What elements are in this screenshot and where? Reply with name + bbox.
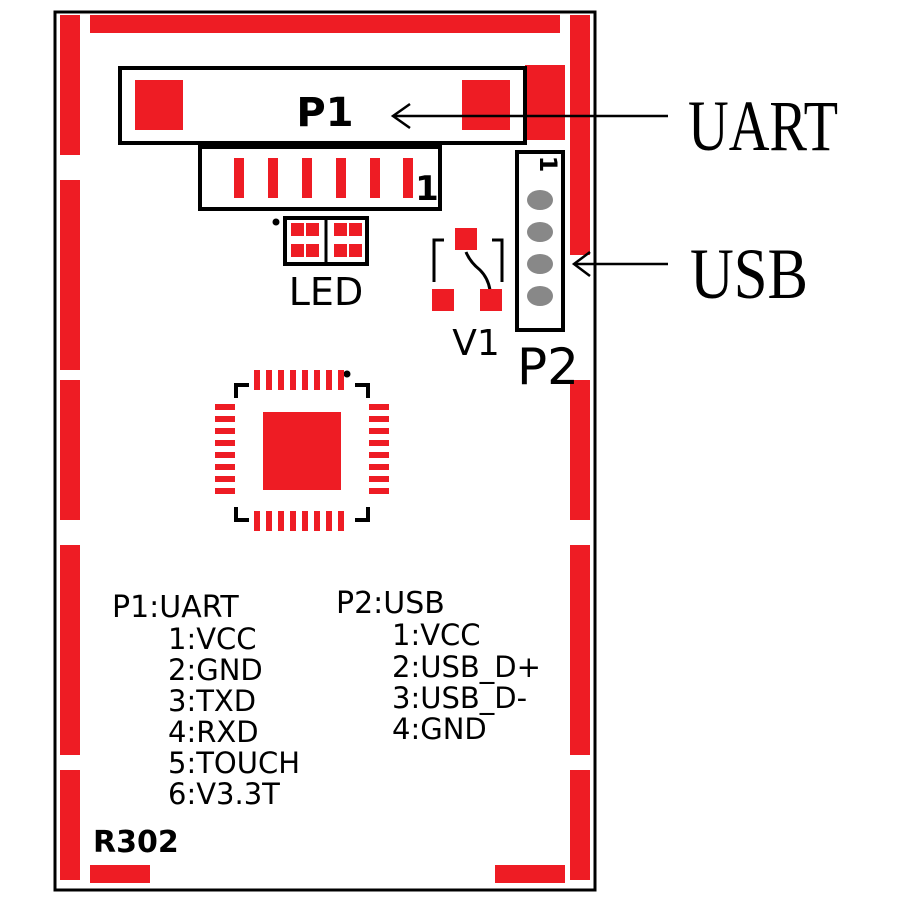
p1-pin-legend: P1:UART 1:VCC 2:GND 3:TXD 4:RXD 5:TOUCH …: [112, 590, 300, 811]
p1-mount-pad-left: [135, 80, 183, 130]
qfn-chip-footprint: [215, 370, 389, 531]
p2-legend-pin: 4:GND: [392, 712, 487, 746]
usb-pad-1: [527, 190, 553, 210]
led-footprint: LED: [272, 216, 369, 314]
qfn-pads-bottom: [254, 511, 344, 531]
p1-legend-pin: 1:VCC: [168, 622, 257, 656]
p2-legend-pin: 1:VCC: [392, 618, 481, 652]
qfn-pads-top: [254, 370, 344, 390]
p1-legend-pin: 6:V3.3T: [168, 777, 280, 811]
border-copper: [60, 15, 590, 883]
p2-legend-pin: 3:USB_D-: [392, 681, 527, 715]
uart-callout: UART: [390, 86, 838, 166]
p1-legend-pin: 4:RXD: [168, 715, 259, 749]
led-label: LED: [289, 270, 363, 314]
usb-pad-3: [527, 254, 553, 274]
p2-usb-connector: 1 P2: [515, 150, 579, 396]
uart-callout-label: UART: [688, 86, 838, 166]
p1-legend-title: P1:UART: [112, 590, 239, 625]
p2-pin1-marker: 1: [534, 156, 562, 173]
v1-label: V1: [452, 323, 500, 364]
p1-label: P1: [296, 90, 353, 136]
usb-callout-label: USB: [690, 234, 808, 314]
usb-pad-4: [527, 286, 553, 306]
p1-legend-pin: 2:GND: [168, 653, 263, 687]
p2-legend-title: P2:USB: [336, 586, 445, 621]
qfn-pads-left: [215, 404, 235, 494]
v1-component: V1: [432, 228, 504, 364]
p2-pin-legend: P2:USB 1:VCC 2:USB_D+ 3:USB_D- 4:GND: [336, 586, 541, 746]
p1-connector: P1: [118, 66, 527, 145]
qfn-thermal-pad: [263, 412, 341, 490]
p1-legend-pin: 5:TOUCH: [168, 746, 300, 780]
p1-pin-header: 1: [198, 145, 442, 211]
p1-legend-pin: 3:TXD: [168, 684, 256, 718]
p1-pin1-marker: 1: [415, 169, 439, 209]
board-model-label: R302: [93, 825, 179, 860]
qfn-pads-right: [369, 404, 389, 494]
usb-callout: USB: [571, 234, 808, 314]
usb-pad-2: [527, 222, 553, 242]
p2-legend-pin: 2:USB_D+: [392, 650, 541, 684]
p2-label: P2: [517, 338, 579, 396]
p1-mount-pad-right: [462, 80, 510, 130]
